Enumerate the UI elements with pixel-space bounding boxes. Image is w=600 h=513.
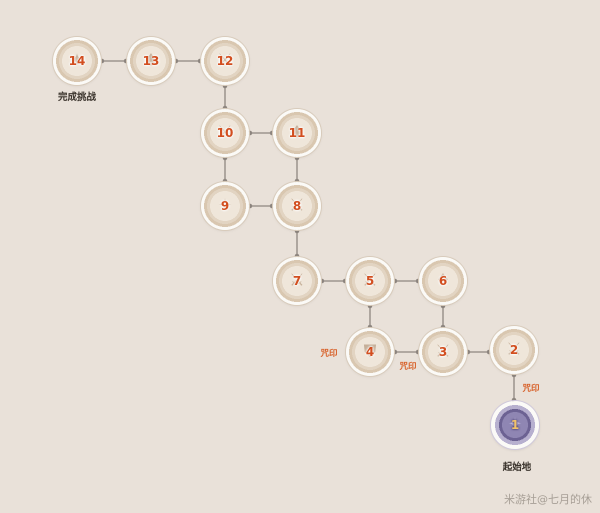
crossed-swords-icon: ⚔ bbox=[217, 122, 233, 143]
node-12[interactable]: ⚔ 12 bbox=[201, 37, 249, 85]
star-burst-icon: ✦ bbox=[507, 414, 523, 435]
node-7[interactable]: ⚔ 7 bbox=[273, 257, 321, 305]
node-9[interactable]: ✦ 9 bbox=[201, 182, 249, 230]
node-number: 2 bbox=[509, 343, 519, 357]
flame-seal-icon: ♦ bbox=[289, 122, 305, 143]
crossed-swords-icon: ⚔ bbox=[217, 50, 233, 71]
node-14[interactable]: ✦ 14 bbox=[53, 37, 101, 85]
crossed-swords-icon: ⚔ bbox=[506, 339, 522, 360]
crossed-swords-icon: ⚔ bbox=[289, 195, 305, 216]
watermark: 米游社@七月的休 bbox=[504, 493, 592, 506]
shield-icon: ⛊ bbox=[363, 341, 377, 362]
node-number: 14 bbox=[68, 54, 86, 68]
node-number: 10 bbox=[216, 126, 234, 140]
curse-label: 咒印 bbox=[399, 362, 417, 372]
node-number: 6 bbox=[438, 274, 448, 288]
node-number: 12 bbox=[216, 54, 234, 68]
node-number: 7 bbox=[292, 274, 302, 288]
crossed-swords-icon: ⚔ bbox=[435, 341, 451, 362]
node-number: 4 bbox=[365, 345, 375, 359]
node-number: 1 bbox=[510, 418, 520, 432]
node-number: 9 bbox=[220, 199, 230, 213]
spade-burst-icon: ♠ bbox=[143, 50, 159, 71]
crossed-swords-icon: ⚔ bbox=[362, 270, 378, 291]
finish-label: 完成挑战 bbox=[57, 92, 97, 103]
curse-label: 咒印 bbox=[522, 384, 540, 394]
node-8[interactable]: ⚔ 8 bbox=[273, 182, 321, 230]
node-13[interactable]: ♠ 13 bbox=[127, 37, 175, 85]
node-number: 13 bbox=[142, 54, 160, 68]
compass-rose-icon: ✦ bbox=[69, 50, 85, 71]
node-number: 8 bbox=[292, 199, 302, 213]
node-number: 5 bbox=[365, 274, 375, 288]
node-11[interactable]: ♦ 11 bbox=[273, 109, 321, 157]
flame-seal-icon: ♦ bbox=[435, 270, 451, 291]
crossed-swords-icon: ⚔ bbox=[289, 270, 305, 291]
curse-label: 咒印 bbox=[320, 349, 338, 359]
node-1[interactable]: ✦ 1 bbox=[491, 401, 539, 449]
node-10[interactable]: ⚔ 10 bbox=[201, 109, 249, 157]
node-number: 3 bbox=[438, 345, 448, 359]
node-4[interactable]: ⛊ 4 bbox=[346, 328, 394, 376]
start-label: 起始地 bbox=[502, 462, 532, 473]
star-burst-icon: ✦ bbox=[217, 195, 233, 216]
node-6[interactable]: ♦ 6 bbox=[419, 257, 467, 305]
node-number: 11 bbox=[288, 126, 306, 140]
node-5[interactable]: ⚔ 5 bbox=[346, 257, 394, 305]
node-3[interactable]: ⚔ 3 bbox=[419, 328, 467, 376]
node-2[interactable]: ⚔ 2 bbox=[490, 326, 538, 374]
